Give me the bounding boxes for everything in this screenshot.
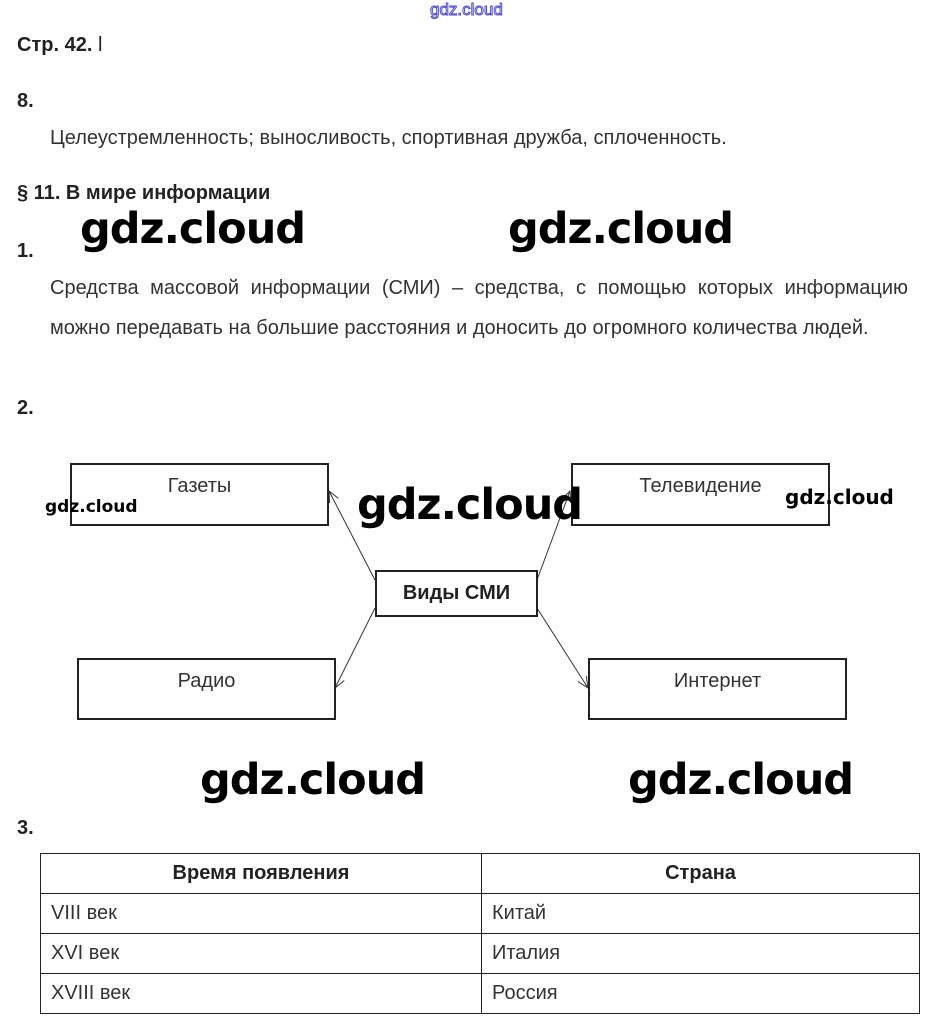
section-title: § 11. В мире информации: [17, 182, 271, 204]
question-1-number: 1.: [17, 240, 34, 262]
box-television: Телевидение: [571, 463, 830, 526]
arrow-radio: [335, 607, 376, 688]
cell-country: Китай: [481, 893, 920, 934]
question-2-number: 2.: [17, 397, 34, 419]
box-newspapers: Газеты: [70, 463, 329, 526]
box-internet: Интернет: [588, 658, 847, 720]
arrow-newspapers: [329, 491, 376, 581]
watermark: gdz.cloud: [357, 480, 583, 530]
watermark: gdz.cloud: [508, 204, 734, 254]
arrow-internet: [536, 607, 588, 688]
watermark: gdz.cloud: [628, 755, 854, 805]
question-8-number: 8.: [17, 90, 34, 112]
box-radio: Радио: [77, 658, 336, 720]
cell-country: Италия: [481, 933, 920, 974]
page-label-text: Стр. 42.: [17, 34, 93, 56]
cell-time: XVI век: [40, 933, 482, 974]
header-time: Время появления: [40, 853, 482, 894]
question-1-answer: Средства массовой информации (СМИ) – сре…: [50, 277, 908, 339]
question-3-number: 3.: [17, 817, 34, 839]
cell-time: VIII век: [40, 893, 482, 934]
question-8-answer: Целеустремленность; выносливость, спорти…: [50, 127, 727, 149]
watermark: gdz.cloud: [45, 497, 138, 517]
cursor-mark: l: [97, 34, 103, 56]
cell-country: Россия: [481, 973, 920, 1014]
watermark: gdz.cloud: [80, 204, 306, 254]
arrow-tv: [536, 491, 570, 581]
watermark: gdz.cloud: [785, 485, 894, 509]
header-country: Страна: [481, 853, 920, 894]
watermark-top: gdz.cloud: [430, 0, 504, 20]
box-center: Виды СМИ: [375, 570, 538, 617]
cell-time: XVIII век: [40, 973, 482, 1014]
watermark: gdz.cloud: [200, 755, 426, 805]
page-label: Стр. 42. l: [17, 34, 102, 57]
